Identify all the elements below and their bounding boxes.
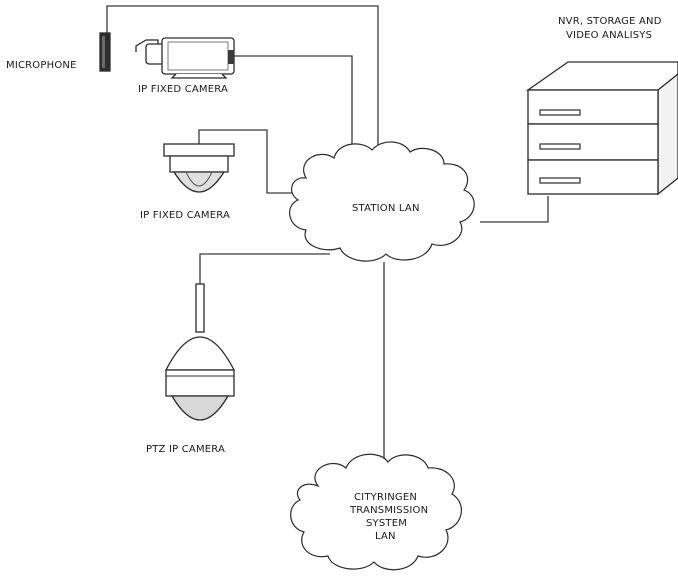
cityringen-label-line1: CITYRINGEN bbox=[354, 492, 417, 503]
server-rack-icon bbox=[525, 61, 678, 196]
cloud-icon bbox=[290, 453, 462, 571]
dome-camera-link bbox=[198, 129, 300, 194]
cloud-icon bbox=[289, 141, 475, 262]
cityringen-label-line2: TRANSMISSION bbox=[349, 505, 428, 516]
nvr-label-line1: NVR, STORAGE AND bbox=[558, 16, 662, 27]
ip-fixed-camera-2-label: IP FIXED CAMERA bbox=[140, 210, 230, 221]
box-camera-link bbox=[233, 55, 353, 152]
cityringen-cloud bbox=[290, 453, 462, 571]
microphone-label: MICROPHONE bbox=[6, 60, 77, 71]
cityringen-label-line3: SYSTEM bbox=[366, 518, 407, 529]
cityringen-label-line4: LAN bbox=[375, 531, 396, 542]
nvr-label-line2: VIDEO ANALISYS bbox=[566, 30, 652, 41]
microphone-icon bbox=[99, 32, 111, 72]
ptz-camera-icon bbox=[164, 283, 236, 421]
station-lan-label: STATION LAN bbox=[352, 203, 420, 214]
connection-lines bbox=[106, 5, 549, 480]
microphone-link bbox=[106, 5, 379, 150]
station-lan-cloud bbox=[289, 141, 475, 262]
nvr-link bbox=[480, 196, 549, 223]
ip-fixed-camera-1-label: IP FIXED CAMERA bbox=[138, 84, 228, 95]
ptz-ip-camera-label: PTZ IP CAMERA bbox=[146, 444, 225, 455]
box-camera-icon bbox=[135, 37, 235, 79]
ptz-camera-link bbox=[199, 253, 330, 285]
dome-camera-icon bbox=[163, 143, 235, 193]
